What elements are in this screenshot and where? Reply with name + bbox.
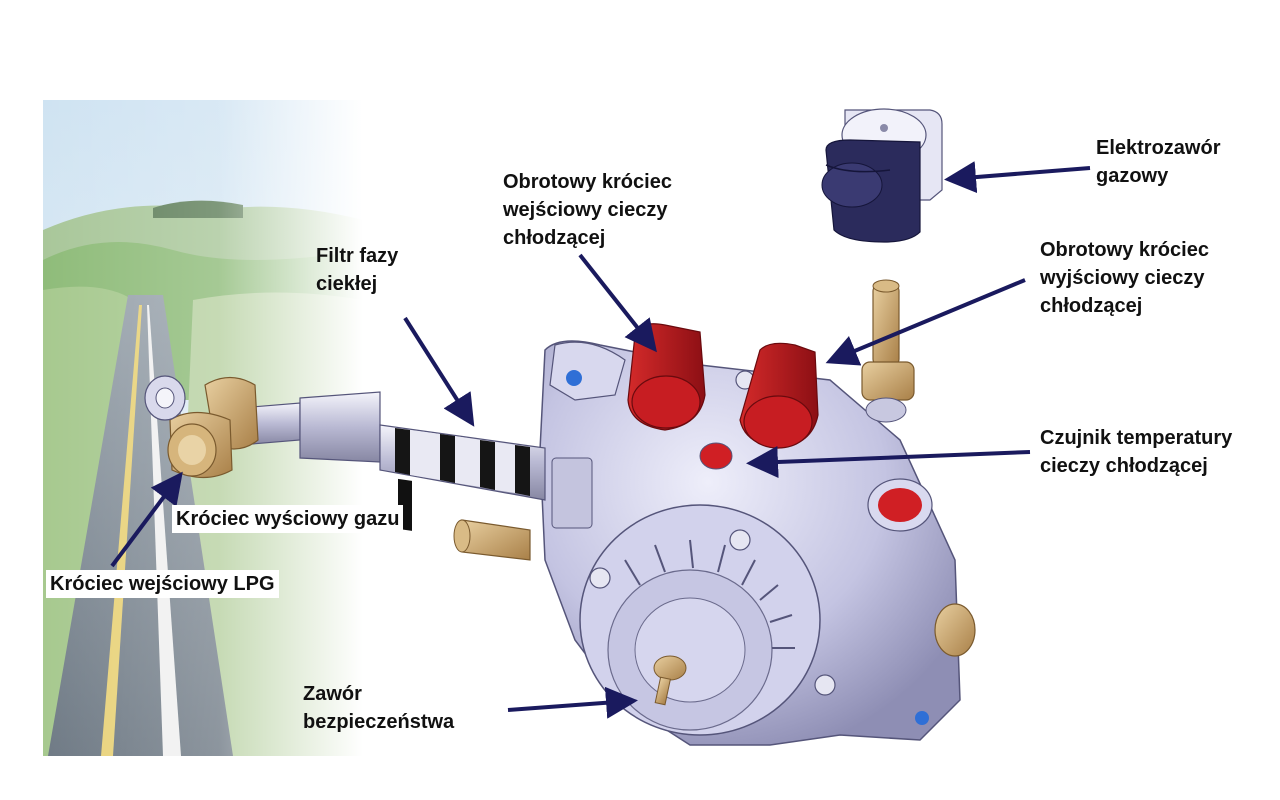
label-line: Obrotowy króciec (503, 171, 672, 193)
arrow-obrotowy-wejsciowy (578, 253, 657, 353)
leader-arrows (110, 161, 1091, 719)
label-line: Króciec wejściowy LPG (50, 573, 275, 595)
solenoid-valve (821, 108, 943, 243)
label-line: Obrotowy króciec (1040, 239, 1209, 261)
coolant-fittings (627, 323, 819, 449)
label-line: Filtr fazy (316, 245, 399, 267)
arrow-czujnik (746, 446, 1031, 479)
label-line: wyjściowy cieczy (1040, 267, 1205, 289)
lpg-inlet-fitting (144, 375, 259, 479)
label-filtr: Filtr fazy ciekłej (316, 242, 398, 298)
reducer-body (453, 340, 976, 746)
label-line: gazowy (1096, 165, 1169, 187)
label-line: ciekłej (316, 273, 378, 295)
label-krociec-wysciowy: Króciec wyściowy gazu (172, 505, 404, 533)
label-line: Czujnik temperatury (1040, 427, 1233, 449)
filter-assembly (239, 391, 546, 531)
coolant-outlet-pipe (861, 279, 915, 423)
label-line: Elektrozawór (1096, 137, 1221, 159)
label-line: Zawór (303, 683, 362, 705)
label-obrotowy-wejsciowy: Obrotowy króciec wejściowy cieczy chłodz… (503, 168, 672, 252)
label-line: Króciec wyściowy gazu (176, 508, 400, 530)
label-zawor: Zawór bezpieczeństwa (303, 680, 454, 736)
arrow-elektrozawor (944, 161, 1091, 194)
label-line: bezpieczeństwa (303, 711, 455, 733)
label-line: chłodzącej (1040, 295, 1143, 317)
label-czujnik: Czujnik temperatury cieczy chłodzącej (1040, 424, 1232, 480)
label-obrotowy-wyjsciowy: Obrotowy króciec wyjściowy cieczy chłodz… (1040, 236, 1209, 320)
arrow-filtr (403, 316, 475, 427)
label-line: chłodzącej (503, 227, 606, 249)
arrow-zawor (507, 686, 638, 719)
label-krociec-wejsciowy: Króciec wejściowy LPG (46, 570, 279, 598)
arrow-obrotowy-wyjsciowy (825, 278, 1026, 366)
label-line: wejściowy cieczy (503, 199, 668, 221)
arrow-krociec-wejsciowy (110, 471, 183, 568)
label-line: cieczy chłodzącej (1040, 455, 1208, 477)
label-elektrozawor: Elektrozawór gazowy (1096, 134, 1220, 190)
